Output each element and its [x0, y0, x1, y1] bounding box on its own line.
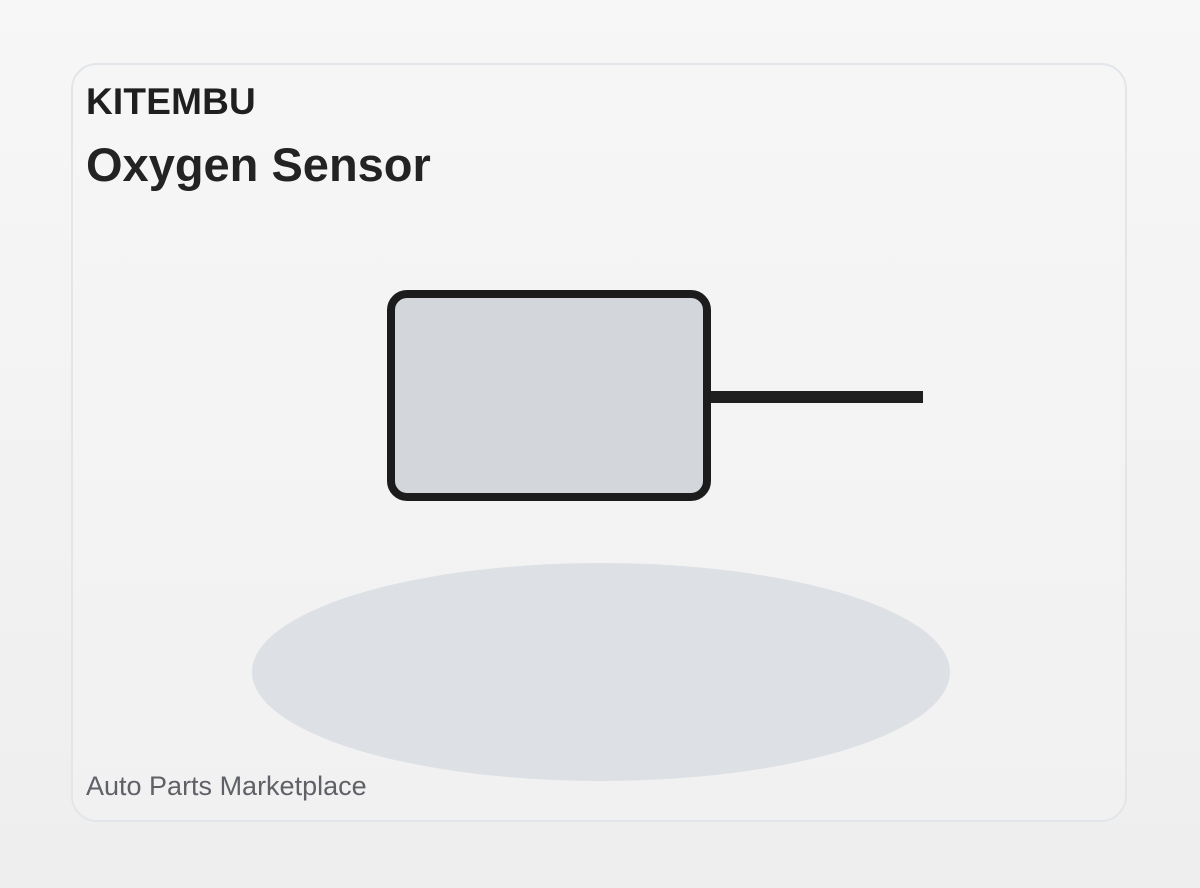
brand-name: KITEMBU [86, 81, 256, 122]
shadow-ellipse [252, 563, 950, 781]
sensor-wire [701, 391, 923, 403]
product-illustration [252, 290, 950, 781]
marketplace-label: Auto Parts Marketplace [86, 771, 367, 801]
sensor-body [387, 290, 711, 501]
product-card[interactable]: KITEMBU Oxygen Sensor Auto Parts Marketp… [71, 63, 1127, 822]
product-title: Oxygen Sensor [86, 138, 431, 191]
oxygen-sensor-icon [387, 290, 923, 501]
